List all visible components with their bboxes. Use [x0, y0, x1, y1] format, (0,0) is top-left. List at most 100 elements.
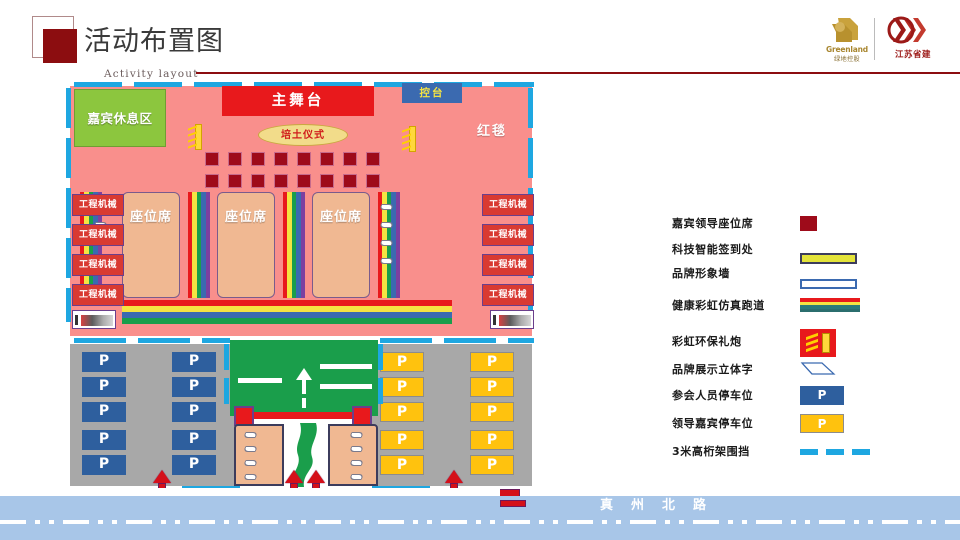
3d-letter-swatch-icon	[800, 361, 836, 377]
legend-row-parking-blue: 参会人员停车位 P	[672, 386, 902, 405]
legend-row-track: 健康彩虹仿真跑道	[672, 297, 902, 315]
fence-left-2	[66, 138, 71, 178]
road-dash	[868, 520, 873, 524]
entry-arrow-head-2	[285, 470, 303, 483]
title-square-filled	[43, 29, 77, 63]
legend-label-brandwall: 品牌形象墙	[672, 267, 730, 280]
parking-stall-blue-6[interactable]: P	[172, 352, 216, 372]
fence-mid-6	[508, 338, 534, 343]
parking-stall-blue-10[interactable]: P	[172, 455, 216, 475]
page-subtitle: Activity layout	[104, 68, 199, 80]
parking-stall-yellow-6[interactable]: P	[470, 352, 514, 372]
parking-stall-blue-1[interactable]: P	[82, 352, 126, 372]
greenland-mark-icon	[832, 18, 858, 42]
machinery-left-1: 工程机械	[72, 194, 124, 216]
road-dash	[665, 520, 670, 524]
fence-side-r2	[378, 378, 383, 404]
road-dash	[553, 520, 558, 524]
gate-post-right	[352, 406, 372, 426]
fence-swatch-icon	[800, 449, 872, 455]
road-dash	[378, 520, 404, 524]
parking-stall-yellow-9[interactable]: P	[470, 430, 514, 450]
banner-sign-left	[72, 310, 116, 329]
legend-label-cannon: 彩虹环保礼炮	[672, 335, 742, 348]
legend-row-brandwall: 品牌形象墙	[672, 265, 902, 289]
road-dash	[931, 520, 936, 524]
parking-stall-blue-9[interactable]: P	[172, 430, 216, 450]
legend-label-signin: 科技智能签到处	[672, 243, 754, 256]
road-dash	[364, 520, 369, 524]
guest-rest-zone: 嘉宾休息区	[74, 89, 166, 147]
logo-greenland-en: Greenland	[826, 45, 868, 54]
vip-seat	[205, 152, 219, 166]
legend-row-3dletter: 品牌展示立体字	[672, 361, 902, 379]
road-red-marker	[500, 500, 526, 507]
machinery-right-4: 工程机械	[482, 284, 534, 306]
parking-stall-yellow-4[interactable]: P	[380, 430, 424, 450]
fence-top-6	[374, 82, 422, 87]
legend-label-vip: 嘉宾领导座位席	[672, 217, 754, 230]
legend-row-cannon: 彩虹环保礼炮	[672, 329, 902, 357]
cannon-swatch-icon	[800, 329, 836, 357]
legend-row-parking-yellow: 领导嘉宾停车位 P	[672, 414, 902, 433]
road-dash	[819, 520, 845, 524]
road-dash	[490, 520, 495, 524]
parking-stall-blue-7[interactable]: P	[172, 377, 216, 397]
road-dash	[63, 520, 89, 524]
legend-row-fence: 3米高桁架围挡	[672, 443, 902, 461]
legend-label-3dletter: 品牌展示立体字	[672, 363, 754, 376]
parking-yellow-swatch-icon: P	[800, 414, 844, 433]
road-dash	[805, 520, 810, 524]
fence-mid-4	[380, 338, 432, 343]
vip-seat-grid	[205, 152, 385, 192]
fence-mid-5	[444, 338, 496, 343]
road-dash	[189, 520, 215, 524]
vip-seat	[274, 152, 288, 166]
fence-right-2	[528, 138, 533, 178]
fence-top-1	[74, 82, 122, 87]
road-marking-right-2	[320, 384, 372, 389]
banner-sign-right	[490, 310, 534, 329]
parking-stall-yellow-10[interactable]: P	[470, 455, 514, 475]
parking-stall-yellow-2[interactable]: P	[380, 377, 424, 397]
site-plan: 嘉宾休息区 主舞台 控台 培土仪式 红毯 座位席 座位席 座位席	[62, 82, 540, 507]
road-dash	[945, 520, 960, 524]
vip-seat	[228, 152, 242, 166]
seat-block-1: 座位席	[122, 192, 180, 298]
logo-greenland: Greenland 绿地控股	[818, 14, 876, 66]
control-booth: 控台	[402, 83, 462, 103]
rainbow-track-v3	[283, 192, 305, 298]
gate-post-left	[234, 406, 254, 426]
main-stage: 主舞台	[222, 86, 374, 116]
road-dash	[98, 520, 103, 524]
legend-row-vip: 嘉宾领导座位席	[672, 215, 902, 233]
vip-seat	[320, 152, 334, 166]
parking-stall-blue-2[interactable]: P	[82, 377, 126, 397]
vip-seat	[366, 174, 380, 188]
parking-stall-blue-8[interactable]: P	[172, 402, 216, 422]
parking-stall-blue-3[interactable]: P	[82, 402, 126, 422]
road-dash	[315, 520, 341, 524]
parking-stall-blue-4[interactable]: P	[82, 430, 126, 450]
parking-blue-swatch-icon: P	[800, 386, 844, 405]
road-dash	[161, 520, 166, 524]
page-title: 活动布置图	[84, 26, 224, 57]
seat-block-3: 座位席	[312, 192, 370, 298]
legend-panel: 嘉宾领导座位席 科技智能签到处 品牌形象墙 健康彩虹仿真跑道 彩虹环保礼炮 品牌…	[672, 215, 902, 458]
vip-seat	[205, 174, 219, 188]
legend-label-parking-blue: 参会人员停车位	[672, 389, 754, 402]
parking-stall-yellow-7[interactable]: P	[470, 377, 514, 397]
parking-stall-yellow-3[interactable]: P	[380, 402, 424, 422]
cannon-left-icon	[188, 124, 202, 150]
vip-seat	[343, 174, 357, 188]
parking-stall-yellow-1[interactable]: P	[380, 352, 424, 372]
vip-seat	[366, 152, 380, 166]
parking-stall-yellow-8[interactable]: P	[470, 402, 514, 422]
parking-stall-blue-5[interactable]: P	[82, 455, 126, 475]
direction-arrow-icon	[296, 368, 312, 380]
machinery-right-2: 工程机械	[482, 224, 534, 246]
parking-stall-yellow-5[interactable]: P	[380, 455, 424, 475]
road-marking-left	[238, 378, 282, 383]
machinery-right-3: 工程机械	[482, 254, 534, 276]
vip-seat	[228, 174, 242, 188]
